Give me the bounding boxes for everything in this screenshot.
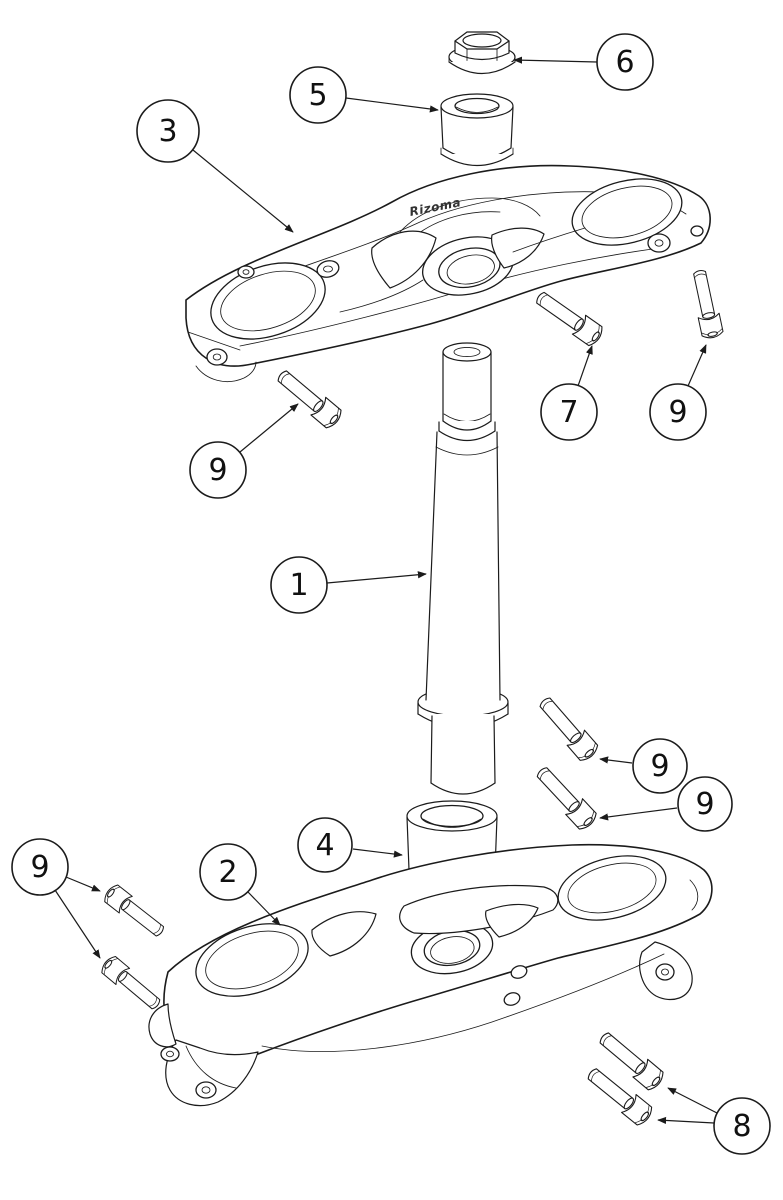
balloon-label: 4 xyxy=(315,828,334,863)
balloon-1: 1 xyxy=(270,556,427,614)
balloon-9-bottom-left: 9 xyxy=(11,838,101,959)
balloon-circle xyxy=(713,1097,771,1155)
balloon-circle xyxy=(632,738,688,794)
pinch-bolt-top-right xyxy=(688,267,725,341)
balloon-label: 1 xyxy=(289,568,308,603)
balloon-circle xyxy=(199,843,257,901)
upper-clamp-small-holes xyxy=(237,225,704,279)
upper-right-fork-hole xyxy=(571,178,683,246)
balloon-circle xyxy=(289,66,347,124)
upper-stem-bushing xyxy=(440,93,514,166)
leader-line xyxy=(667,1087,718,1114)
leader-line xyxy=(247,891,281,926)
balloon-circle xyxy=(649,383,707,441)
balloon-7: 7 xyxy=(540,345,598,441)
leader-line xyxy=(326,571,427,584)
balloon-circle xyxy=(136,99,200,163)
balloon-circle xyxy=(189,441,247,499)
balloon-label: 5 xyxy=(308,78,327,113)
pinch-bolt-top-left xyxy=(272,365,345,432)
leader-line xyxy=(577,345,593,387)
leader-line xyxy=(65,876,101,892)
leader-line xyxy=(352,848,403,858)
leader-line xyxy=(687,344,707,387)
balloon-label: 9 xyxy=(650,749,669,784)
leader-line xyxy=(54,889,101,959)
lower-right-fork-hole xyxy=(557,855,667,921)
balloon-label: 8 xyxy=(732,1109,751,1144)
balloon-label: 6 xyxy=(615,45,634,80)
balloon-label: 2 xyxy=(218,855,237,890)
balloon-5: 5 xyxy=(289,66,439,124)
steering-stem xyxy=(417,342,509,795)
balloon-label: 9 xyxy=(30,850,49,885)
balloon-3: 3 xyxy=(136,99,294,233)
leader-line xyxy=(657,1116,715,1125)
leader-line xyxy=(345,97,439,113)
bolt-top-center xyxy=(531,286,606,349)
balloon-circle xyxy=(677,776,733,832)
balloon-9-top-right: 9 xyxy=(649,344,707,441)
upper-left-fork-hole xyxy=(210,262,326,340)
balloon-label: 9 xyxy=(695,787,714,822)
leader-line xyxy=(239,403,299,453)
upper-triple-clamp: Rizoma xyxy=(185,164,711,382)
balloon-label: 3 xyxy=(158,114,177,149)
leader-line xyxy=(599,807,678,821)
balloon-label: 9 xyxy=(668,395,687,430)
leader-line xyxy=(599,756,633,764)
lower-stem-bore xyxy=(410,921,494,975)
lower-triple-clamp xyxy=(148,843,713,1107)
balloon-9-mid-lower: 9 xyxy=(599,776,733,832)
balloon-circle xyxy=(540,383,598,441)
balloon-label: 9 xyxy=(208,453,227,488)
pinch-bolt-mid-upper xyxy=(534,692,601,765)
balloon-label: 7 xyxy=(559,395,578,430)
balloon-2: 2 xyxy=(199,843,281,926)
balloon-6: 6 xyxy=(513,33,654,91)
pinch-bolt-left-lower xyxy=(98,953,165,1015)
pinch-bolt-left-upper xyxy=(101,882,169,942)
balloon-9-upper-left: 9 xyxy=(189,403,299,499)
balloon-circle xyxy=(297,817,353,873)
balloon-8: 8 xyxy=(657,1087,771,1155)
balloon-circle xyxy=(11,838,69,896)
leader-line xyxy=(513,56,598,64)
balloon-circle xyxy=(596,33,654,91)
balloon-circle xyxy=(270,556,328,614)
lower-left-fork-hole xyxy=(195,923,309,997)
balloon-4: 4 xyxy=(297,817,403,873)
leader-line xyxy=(192,149,294,233)
balloon-9-mid-upper: 9 xyxy=(599,738,688,794)
pinch-bolt-mid-lower xyxy=(531,762,600,833)
stem-nut xyxy=(448,31,516,74)
